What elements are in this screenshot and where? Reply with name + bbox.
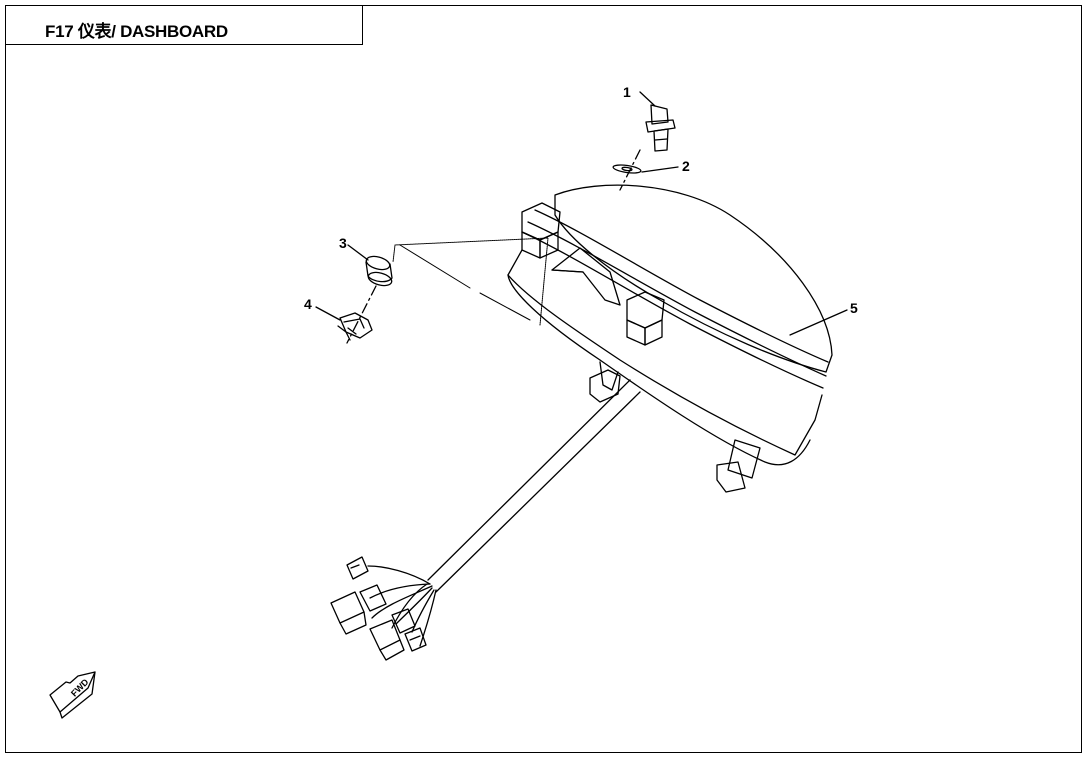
- bolt-axis-line: [619, 149, 641, 191]
- dashboard-instrument-cluster[interactable]: [427, 184, 833, 593]
- callout-leader-2: [641, 166, 679, 173]
- bolt-part[interactable]: [645, 104, 676, 152]
- callout-leader-4: [315, 306, 341, 321]
- reference-line-2: [399, 244, 531, 321]
- clip-part[interactable]: [337, 312, 373, 341]
- callout-number-2: 2: [682, 158, 690, 174]
- grommet-part[interactable]: [365, 254, 393, 288]
- title-box: F17 仪表/ DASHBOARD: [5, 5, 363, 45]
- drawing-frame: [5, 5, 1082, 753]
- callout-number-1: 1: [623, 84, 631, 100]
- fwd-direction-badge: FWD: [49, 671, 96, 719]
- wiring-harness[interactable]: [330, 556, 437, 661]
- callout-leader-1: [639, 91, 656, 107]
- callout-number-4: 4: [304, 296, 312, 312]
- washer-part[interactable]: [612, 164, 642, 175]
- callout-number-3: 3: [339, 235, 347, 251]
- callout-leader-3: [347, 244, 369, 261]
- callout-leader-5: [789, 309, 848, 336]
- reference-line: [392, 237, 549, 326]
- callout-number-5: 5: [850, 300, 858, 316]
- page-title: F17 仪表/ DASHBOARD: [45, 22, 228, 41]
